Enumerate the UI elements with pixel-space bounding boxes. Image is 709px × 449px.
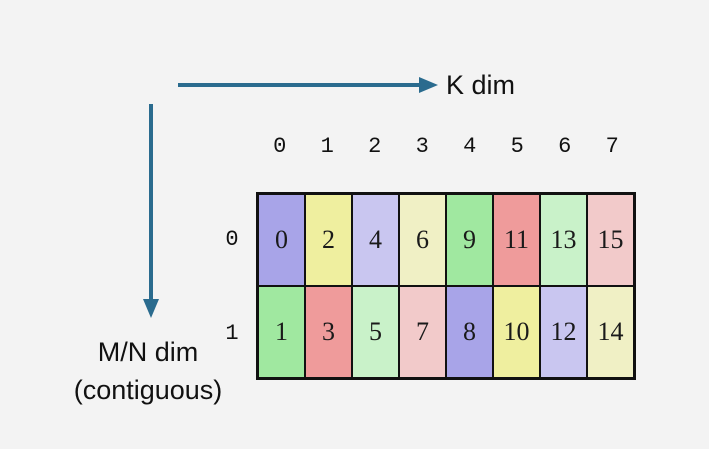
column-header-1: 1 (320, 134, 334, 159)
column-header-4: 4 (463, 134, 477, 159)
grid-cell-r1c7: 14 (587, 286, 634, 378)
column-header-2: 2 (368, 134, 382, 159)
column-header-7: 7 (605, 134, 619, 159)
k-dim-arrow (178, 77, 438, 93)
column-header-0: 0 (273, 134, 287, 159)
grid-cell-r0c6: 13 (540, 194, 587, 286)
grid-cell-r0c3: 6 (399, 194, 446, 286)
mn-dim-label-line2: (contiguous) (73, 375, 223, 405)
grid-cell-r1c4: 8 (446, 286, 493, 378)
grid-cell-r0c4: 9 (446, 194, 493, 286)
grid-cell-r1c1: 3 (305, 286, 352, 378)
grid-cell-r0c5: 11 (493, 194, 540, 286)
column-header-6: 6 (558, 134, 572, 159)
layout-grid: 0 2 4 6 9 11 13 15 1 3 5 7 8 10 12 14 (256, 192, 636, 380)
grid-cell-r0c7: 15 (587, 194, 634, 286)
grid-cell-r0c2: 4 (352, 194, 399, 286)
grid-cell-r0c0: 0 (258, 194, 305, 286)
grid-cell-r0c1: 2 (305, 194, 352, 286)
column-headers: 0 1 2 3 4 5 6 7 (256, 133, 636, 161)
row-label-1: 1 (225, 321, 239, 346)
k-dim-label: K dim (446, 70, 516, 100)
grid-cell-r1c2: 5 (352, 286, 399, 378)
grid-cell-r1c6: 12 (540, 286, 587, 378)
grid-cell-r1c0: 1 (258, 286, 305, 378)
grid-cell-r1c5: 10 (493, 286, 540, 378)
mn-dim-label: M/N dim (contiguous) (40, 333, 256, 409)
column-header-5: 5 (510, 134, 524, 159)
grid-cell-r1c3: 7 (399, 286, 446, 378)
mn-dim-label-line1: M/N dim (97, 337, 199, 367)
row-label-0: 0 (225, 227, 239, 252)
column-header-3: 3 (415, 134, 429, 159)
mn-dim-arrow (143, 104, 159, 318)
